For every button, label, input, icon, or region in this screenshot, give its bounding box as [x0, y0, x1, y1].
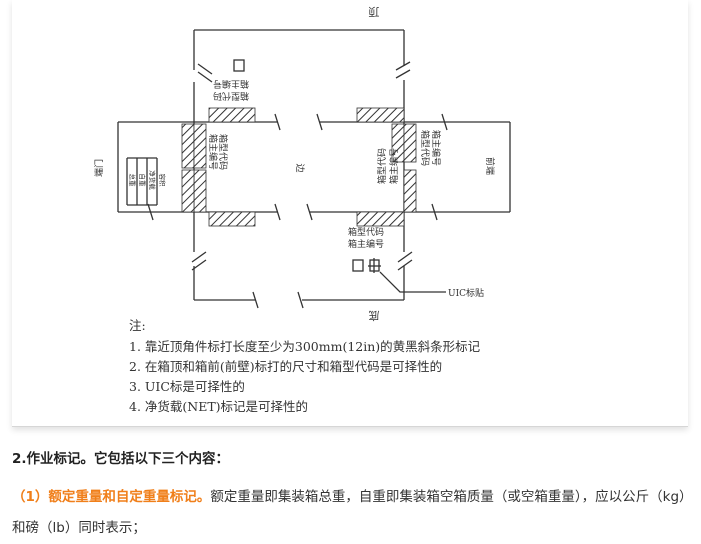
left-label: 端门 — [93, 159, 105, 177]
right-label: 前端 — [484, 157, 496, 175]
item-body: 额定重量即集装箱总重，自重即集装箱空箱质量（或空箱重量），应以公斤（kg）和磅（… — [12, 489, 686, 536]
bottom-panel-text-1: 箱型代码 — [348, 226, 384, 238]
section-heading: 2.作业标记。它包括以下三个内容： — [12, 451, 230, 467]
left-small-text-4: 容积 — [158, 174, 167, 188]
center-right-text-1: 箱型代码 — [376, 148, 388, 184]
bottom-panel-text-2: 箱主编号 — [348, 238, 384, 250]
top-panel-text-2: 箱型代码 — [213, 90, 249, 102]
item-title: （1）额定重量和自定重量标记。 — [12, 489, 211, 505]
container-marking-diagram: 顶 底 端门 前端 边 箱主编号 箱型代码 箱主编号 箱型代码 总重 自重 净货… — [93, 5, 511, 414]
top-label: 顶 — [369, 5, 380, 18]
note-3: 3. UIC标是可择性的 — [129, 379, 245, 394]
center-label: 边 — [294, 163, 305, 172]
center-right-text-2: 箱主编号 — [388, 148, 400, 184]
note-4: 4. 净货载(NET)标记是可择性的 — [129, 399, 308, 414]
right-panel-text-1: 箱型代码 — [419, 130, 431, 166]
bottom-label: 底 — [369, 309, 380, 323]
container-marking-figure: 顶 底 端门 前端 边 箱主编号 箱型代码 箱主编号 箱型代码 总重 自重 净货… — [12, 0, 688, 427]
note-2: 2. 在箱顶和箱前(前壁)标打的尺寸和箱型代码是可择性的 — [129, 359, 442, 374]
left-small-text-1: 总重 — [128, 174, 137, 188]
hatch-marks — [181, 107, 417, 227]
left-panel-text-2: 箱型代码 — [217, 134, 229, 170]
left-panel-text-1: 箱主编号 — [207, 134, 219, 170]
left-small-text-2: 自重 — [138, 174, 147, 188]
note-1: 1. 靠近顶角件标打长度至少为300mm(12in)的黄黑斜条形标记 — [129, 339, 481, 354]
uic-label: UIC标贴 — [448, 287, 484, 299]
top-panel-text-1: 箱主编号 — [213, 78, 249, 90]
right-panel-text-2: 箱主编号 — [430, 130, 442, 166]
item-paragraph: （1）额定重量和自定重量标记。额定重量即集装箱总重，自重即集装箱空箱质量（或空箱… — [12, 482, 688, 544]
diagram-lines — [117, 29, 511, 309]
left-small-text-3: 净货载 — [148, 170, 157, 190]
note-title: 注: — [129, 318, 146, 333]
